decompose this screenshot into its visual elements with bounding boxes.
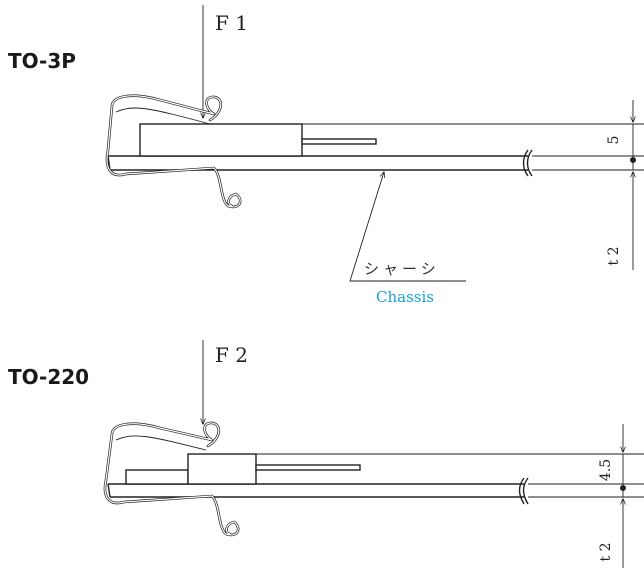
chassis-label-japanese: シャーシ	[364, 260, 440, 278]
to220-thickness-dimension: t 2	[598, 543, 614, 562]
to220-spring-clip	[103, 421, 240, 537]
force-f2-label: F 2	[215, 343, 248, 367]
to220-dimensions: 4.5 t 2	[256, 424, 644, 568]
to220-transistor-tab	[125, 469, 189, 485]
to220-package-label: TO-220	[8, 365, 89, 389]
dimension-dot-bottom	[620, 485, 626, 491]
to220-height-dimension: 4.5	[598, 459, 614, 481]
to3p-dimensions: 5 t 2	[302, 100, 644, 270]
to3p-spring-clip	[105, 94, 242, 209]
chassis-label-english: Chassis	[376, 288, 434, 306]
to220-transistor-body	[187, 453, 257, 485]
chassis-callout: シャーシ Chassis	[349, 172, 466, 306]
dimension-dot-top	[630, 157, 636, 163]
force-f1-label: F 1	[215, 11, 248, 35]
to3p-transistor-lead	[301, 138, 377, 145]
chassis-leader-line	[349, 172, 466, 282]
to220-transistor-lead	[255, 464, 361, 471]
to3p-assembly: TO-3P F 1	[8, 5, 644, 270]
to3p-transistor-body	[139, 123, 303, 157]
to3p-package-label: TO-3P	[8, 49, 76, 73]
to3p-height-dimension: 5	[606, 136, 622, 145]
to3p-thickness-dimension: t 2	[606, 247, 622, 266]
to220-assembly: TO-220 F 2	[8, 340, 644, 568]
